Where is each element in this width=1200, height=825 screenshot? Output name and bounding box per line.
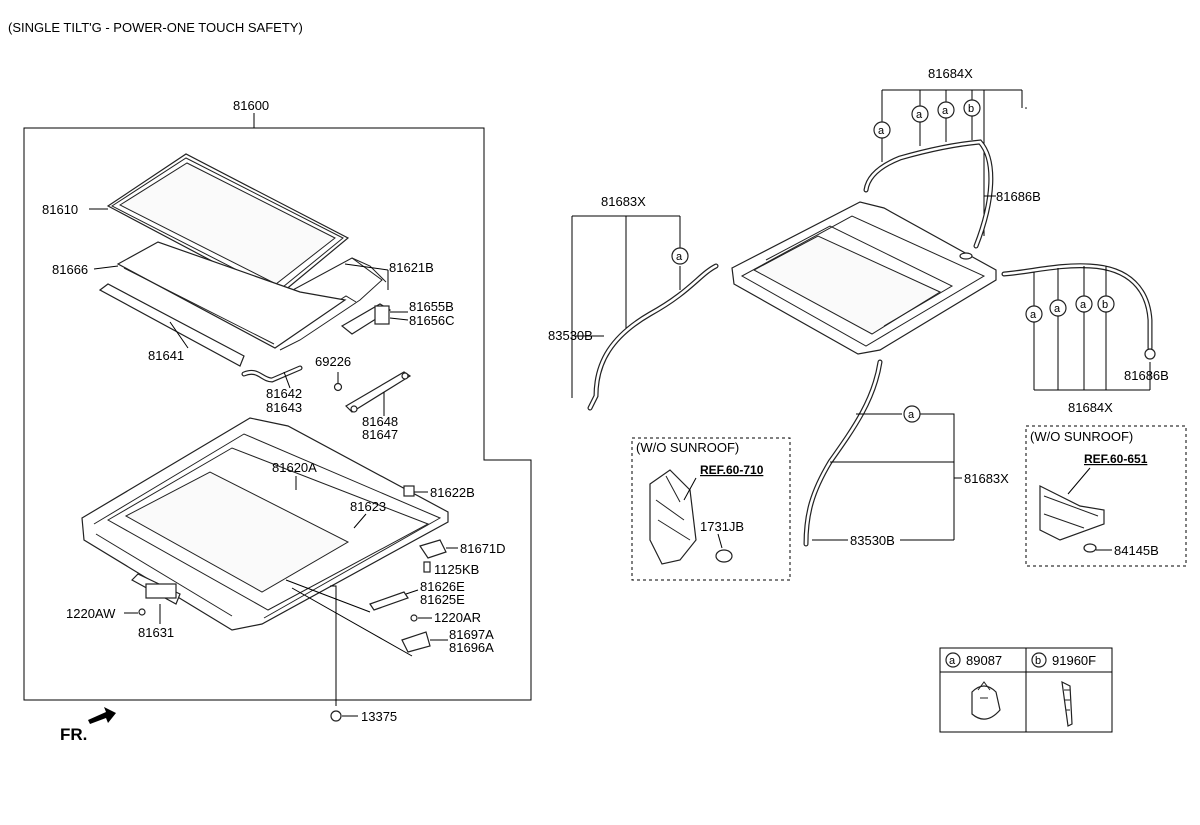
- part-81697A[interactable]: [401, 631, 431, 653]
- plug-1731JB[interactable]: [715, 549, 733, 563]
- sunroof-assembly-view[interactable]: [731, 201, 997, 355]
- label-84145B[interactable]: 84145B: [1114, 543, 1159, 558]
- callout-a-fl: [671, 247, 689, 265]
- label-1220AW[interactable]: 1220AW: [66, 606, 116, 621]
- legend-a-letter: a: [949, 655, 956, 667]
- svg-text:b: b: [968, 103, 974, 115]
- roof-panel-right: [1039, 485, 1105, 541]
- label-81656C[interactable]: 81656C: [409, 313, 455, 328]
- callouts-right: a a a b: [1025, 295, 1115, 323]
- label-81625E[interactable]: 81625E: [420, 592, 465, 607]
- callouts-top: a a a b: [873, 99, 981, 139]
- label-81643[interactable]: 81643: [266, 400, 302, 415]
- label-81696A[interactable]: 81696A: [449, 640, 494, 655]
- label-81631[interactable]: 81631: [138, 625, 174, 640]
- svg-text:a: a: [916, 109, 923, 121]
- svg-text:a: a: [1080, 299, 1087, 311]
- guide-rail-81648[interactable]: [345, 371, 412, 413]
- label-81684X-top[interactable]: 81684X: [928, 66, 973, 81]
- drain-end-rear-top[interactable]: [959, 252, 973, 260]
- brackets-81655B-81656C[interactable]: [340, 303, 392, 335]
- callout-a-fr: [903, 405, 921, 423]
- sunroof-frame-81620A[interactable]: [81, 417, 449, 631]
- label-81647[interactable]: 81647: [362, 427, 398, 442]
- label-69226[interactable]: 69226: [315, 354, 351, 369]
- legend-table: a 89087 b 91960F: [939, 647, 1113, 733]
- label-81648[interactable]: 81648: [362, 414, 398, 429]
- label-81686B-right[interactable]: 81686B: [1124, 368, 1169, 383]
- plug-84145B[interactable]: [1083, 543, 1097, 553]
- inset-left-title: (W/O SUNROOF): [636, 440, 739, 455]
- label-81655B[interactable]: 81655B: [409, 299, 454, 314]
- bolt-1220AR[interactable]: [410, 614, 418, 622]
- deflector-81666[interactable]: [116, 241, 347, 349]
- label-81610[interactable]: 81610: [42, 202, 78, 217]
- label-1220AR[interactable]: 1220AR: [434, 610, 481, 625]
- label-81684X-right[interactable]: 81684X: [1068, 400, 1113, 415]
- svg-text:a: a: [1030, 309, 1037, 321]
- label-81621B[interactable]: 81621B: [389, 260, 434, 275]
- label-81623[interactable]: 81623: [350, 499, 386, 514]
- inset-right-title: (W/O SUNROOF): [1030, 429, 1133, 444]
- callout-letter-fl: a: [676, 251, 683, 263]
- nut-13375[interactable]: [330, 710, 342, 722]
- legend-b-letter: b: [1035, 655, 1041, 667]
- label-81683X-right[interactable]: 81683X: [964, 471, 1009, 486]
- legend-a-part: 89087: [966, 653, 1002, 668]
- clip-icon: [971, 681, 1001, 720]
- label-81600[interactable]: 81600: [233, 98, 269, 113]
- drain-hose-front-left[interactable]: [587, 263, 719, 411]
- label-83530B-left[interactable]: 83530B: [548, 328, 593, 343]
- callout-letter-fr: a: [908, 409, 915, 421]
- svg-text:a: a: [1054, 303, 1061, 315]
- svg-text:a: a: [942, 105, 949, 117]
- part-81626E[interactable]: [369, 591, 409, 611]
- pillar-panel-left: [649, 469, 697, 565]
- svg-text:a: a: [878, 125, 885, 137]
- drain-end-rear-right[interactable]: [1144, 348, 1156, 360]
- inset-left-ref[interactable]: REF.60-710: [700, 463, 764, 477]
- clip-69226[interactable]: [333, 382, 343, 392]
- label-81641[interactable]: 81641: [148, 348, 184, 363]
- inset-right-ref[interactable]: REF.60-651: [1084, 452, 1148, 466]
- bolt-1125KB[interactable]: [423, 561, 431, 573]
- label-81686B-top[interactable]: 81686B: [996, 189, 1041, 204]
- inset-wo-sunroof-right: [1025, 425, 1187, 567]
- part-81671D[interactable]: [419, 539, 447, 559]
- svg-text:b: b: [1102, 299, 1108, 311]
- label-81683X-left[interactable]: 81683X: [601, 194, 646, 209]
- label-83530B-right[interactable]: 83530B: [850, 533, 895, 548]
- label-81642[interactable]: 81642: [266, 386, 302, 401]
- inset-wo-sunroof-left: [631, 437, 791, 581]
- label-1731JB[interactable]: 1731JB: [700, 519, 744, 534]
- front-arrow-icon: [88, 707, 116, 724]
- drain-hose-front-right[interactable]: [803, 359, 883, 547]
- label-13375[interactable]: 13375: [361, 709, 397, 724]
- bolt-1220AW[interactable]: [138, 608, 146, 616]
- assembly-boundary: [23, 127, 532, 701]
- cable-tie-icon: [1061, 680, 1073, 727]
- diagram-title: (SINGLE TILT'G - POWER-ONE TOUCH SAFETY): [8, 20, 303, 35]
- part-81622B[interactable]: [403, 485, 415, 497]
- label-81626E[interactable]: 81626E: [420, 579, 465, 594]
- label-81620A[interactable]: 81620A: [272, 460, 317, 475]
- label-1125KB[interactable]: 1125KB: [434, 562, 479, 577]
- label-81622B[interactable]: 81622B: [430, 485, 475, 500]
- label-81671D[interactable]: 81671D: [460, 541, 506, 556]
- legend-b-part: 91960F: [1052, 653, 1096, 668]
- motor-81631[interactable]: [131, 573, 181, 605]
- label-81697A[interactable]: 81697A: [449, 627, 494, 642]
- label-81666[interactable]: 81666: [52, 262, 88, 277]
- front-direction-label: FR.: [60, 725, 87, 744]
- sunroof-glass-81610[interactable]: [106, 153, 350, 297]
